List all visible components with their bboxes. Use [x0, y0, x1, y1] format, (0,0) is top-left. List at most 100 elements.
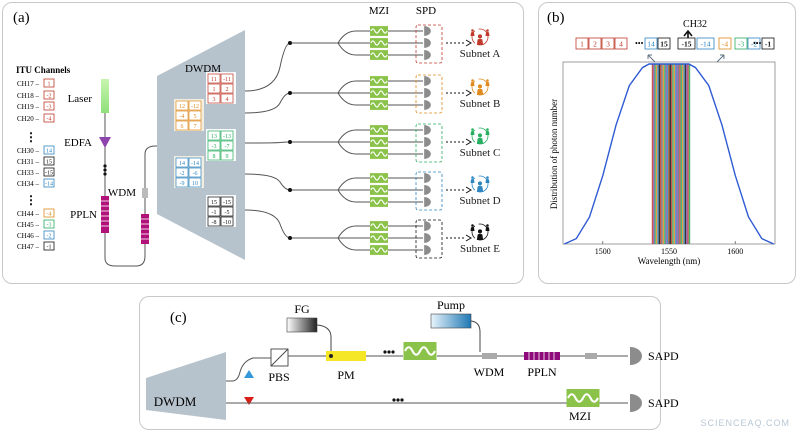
subnet-label: Subnet E [460, 243, 500, 255]
dwdm-demultiplexer-c [146, 352, 226, 420]
port-badge [220, 150, 234, 161]
itu-channel-badge-text: -4 [47, 117, 52, 123]
port-badge [207, 206, 221, 217]
channel-band [654, 64, 656, 244]
fiber-branch [337, 129, 370, 143]
panel-b-label: (b) [547, 10, 565, 26]
itu-channel-name: CH31 – [17, 158, 39, 166]
port-badge [175, 100, 189, 111]
spd-detector [424, 38, 431, 48]
subnet-label: Subnet D [459, 195, 500, 207]
itu-channel-badge [43, 90, 55, 100]
spd-detector [424, 50, 431, 60]
fg-label: FG [294, 302, 310, 316]
mzi-interferometer [370, 88, 388, 98]
itu-channel-name: CH46 – [17, 232, 39, 240]
ppln-crystal-a [101, 196, 109, 233]
subnet-user-icon [470, 176, 475, 183]
spd-detector [424, 76, 431, 86]
port-badge-text: -7 [225, 144, 230, 150]
itu-channel-badge-text: 15 [46, 160, 52, 166]
spd-group-box [415, 74, 443, 114]
port-badge-text: -10 [223, 220, 231, 226]
port-badge [188, 120, 202, 131]
fiber-branch [337, 177, 370, 191]
itu-channel-badge [43, 101, 55, 111]
port-badge [220, 206, 234, 217]
mzi-interferometer [370, 233, 388, 243]
channel-band [680, 64, 682, 244]
ppln-crystal-c [524, 352, 560, 360]
port-badge [207, 150, 221, 161]
dwdm-label-c: DWDM [154, 394, 197, 409]
port-badge [220, 73, 234, 84]
channel-band [672, 64, 674, 244]
itu-channel-badge [43, 208, 55, 218]
itu-channel-name: CH20 – [17, 115, 39, 123]
fiber-branch [337, 237, 370, 251]
filter-coupler-c [585, 353, 597, 359]
mzi-interferometer [370, 185, 388, 195]
itu-ellipsis-1: ⋮ [25, 130, 37, 144]
itu-channel-name: CH47 – [17, 243, 39, 251]
port-badge-text: -14 [191, 161, 199, 167]
port-badge [207, 216, 221, 227]
fiber-spool-dots-a [103, 164, 107, 176]
fiber-branch [337, 30, 370, 44]
badge-ellipsis-right: ••• [753, 39, 762, 48]
channel-bands [651, 64, 691, 244]
port-badge-text: 8 [213, 154, 216, 160]
subnet-user-icon [476, 181, 484, 192]
channel-badge-text: 14 [647, 40, 655, 49]
spd-column-label: SPD [416, 5, 436, 17]
channel-band [676, 64, 678, 244]
wdm-label-a: WDM [108, 187, 136, 199]
channel-badge-text: 4 [619, 40, 623, 49]
subnet-ring [471, 127, 489, 145]
fiber-branch [337, 92, 370, 106]
pump-laser [430, 313, 472, 329]
channel-band [684, 64, 687, 244]
badge-ellipsis-left: ••• [635, 39, 644, 48]
subnet-user-icon [485, 128, 490, 135]
spd-detector [424, 26, 431, 36]
fiber-to-subnet [244, 141, 291, 144]
x-tick-label: 1500 [595, 247, 611, 256]
channel-badge [614, 37, 628, 50]
channel-badge-text: -3 [738, 40, 744, 49]
mzi-column-label: MZI [369, 5, 390, 17]
mzi-interferometer [370, 197, 388, 207]
subnet-label: Subnet B [460, 98, 501, 110]
spd-detector [424, 173, 431, 183]
itu-channel-badge [43, 145, 55, 155]
subnet-label: Subnet A [460, 48, 501, 60]
port-badge-text: -11 [223, 77, 231, 83]
port-badge-text: -5 [225, 210, 230, 216]
itu-channel-badge [43, 78, 55, 88]
x-axis-label: Wavelength (nm) [638, 256, 701, 266]
itu-channel-name: CH44 – [17, 210, 39, 218]
subnet-user-icon [485, 29, 490, 36]
port-badge [207, 83, 221, 94]
itu-channel-badge-text: -3 [47, 105, 52, 111]
mzi-interferometer-bottom [566, 389, 600, 407]
fiber-to-subnet [244, 209, 291, 239]
mzi-interferometer [370, 50, 388, 60]
laser-label: Laser [68, 93, 93, 105]
port-badge-text: 7 [194, 124, 197, 130]
fiber-coupler [288, 91, 292, 95]
port-badge [188, 177, 202, 188]
itu-channel-name: CH19 – [17, 103, 39, 111]
spd-detector [424, 88, 431, 98]
channel-band [686, 64, 688, 244]
channel-badge [601, 37, 615, 50]
port-badge-text: 12 [179, 104, 185, 110]
port-badge [175, 177, 189, 188]
mzi-interferometer [370, 100, 388, 110]
itu-channel-badge-text: 1 [48, 82, 51, 88]
x-tick-label: 1600 [727, 247, 743, 256]
itu-channel-badge [43, 219, 55, 229]
itu-channel-name: CH45 – [17, 221, 39, 229]
port-badge-text: 3 [213, 97, 216, 103]
port-badge-text: 1 [213, 87, 216, 93]
